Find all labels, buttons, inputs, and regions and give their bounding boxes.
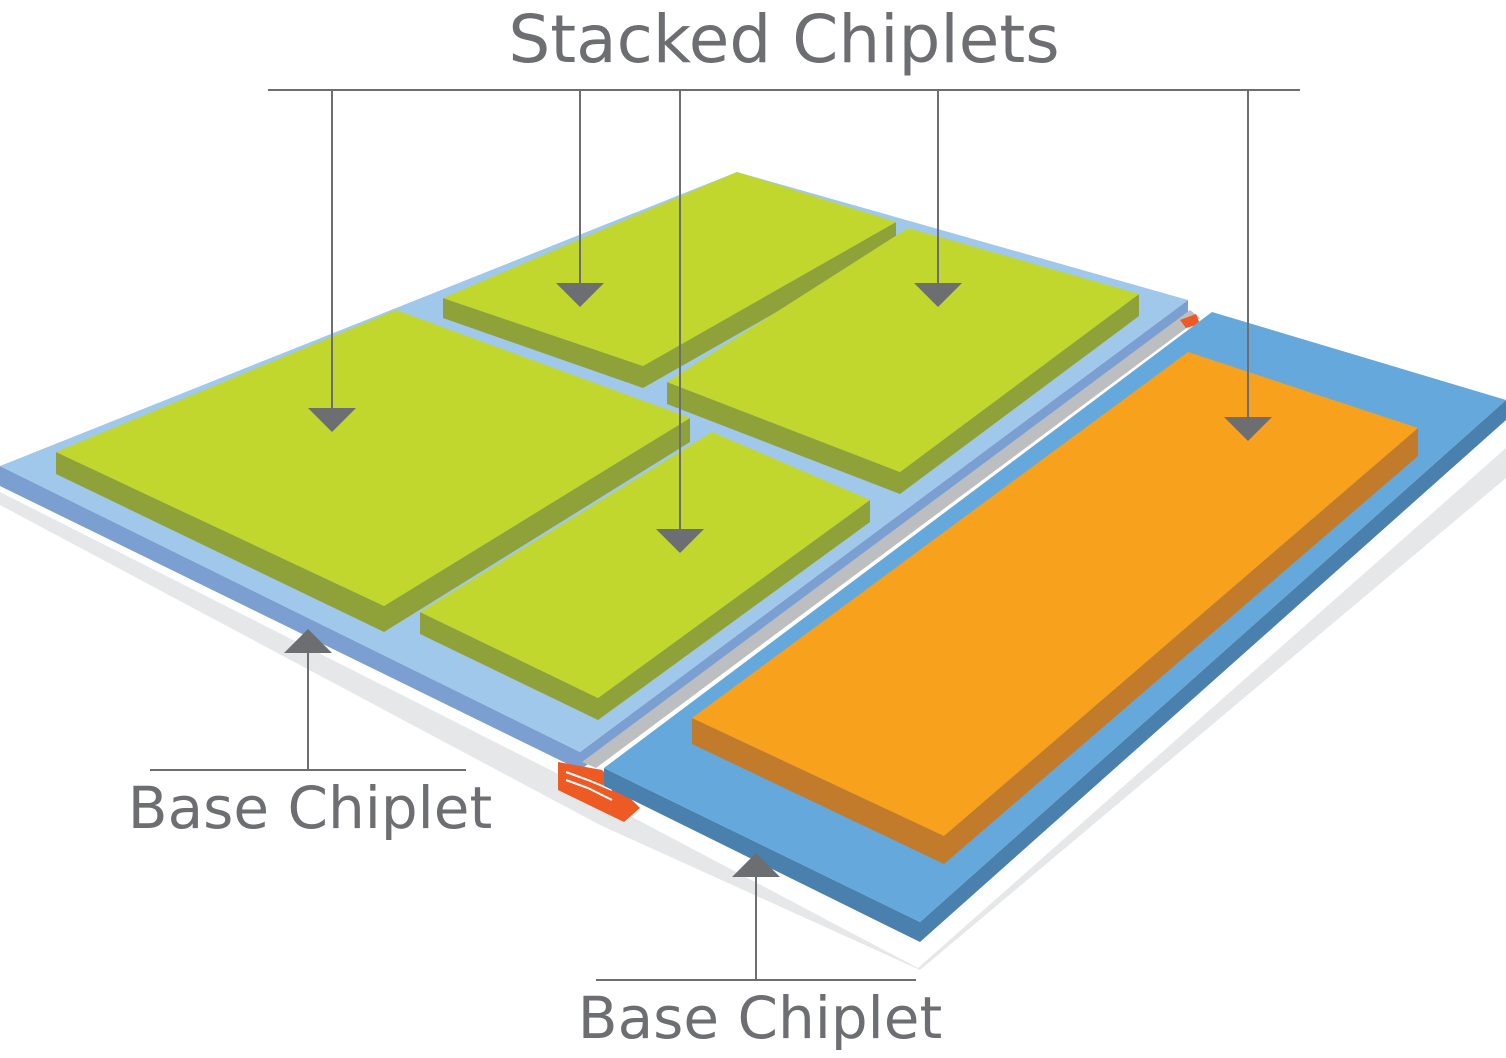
top-leader-lines [268,89,1300,553]
left-base-leader [150,629,466,771]
stacked-chiplet-left [56,310,690,632]
arrow-up-right-base [732,853,780,877]
right-base-front-face [604,768,920,942]
bridge-connector [558,314,1200,822]
arrow-up-left-base [284,629,332,653]
stacked-chiplet-back [443,172,896,388]
stacked-chiplet-orange [692,352,1418,864]
stacked-chiplet-front [420,432,870,720]
arrow-down-orange [1224,417,1272,441]
right-base-right-face [920,400,1506,942]
right-base-leader [596,853,916,981]
left-base-front-face [0,466,580,770]
arrow-down-front [656,529,704,553]
right-base-chiplet-label: Base Chiplet [578,984,942,1052]
interposer-strip [582,310,1200,768]
arrow-down-back [556,283,604,307]
stacked-chiplets-label: Stacked Chiplets [508,1,1059,78]
left-base-chiplet-label: Base Chiplet [128,774,492,842]
arrow-down-right [914,283,962,307]
arrow-down-left [308,408,356,432]
stacked-chiplet-right [667,228,1139,494]
